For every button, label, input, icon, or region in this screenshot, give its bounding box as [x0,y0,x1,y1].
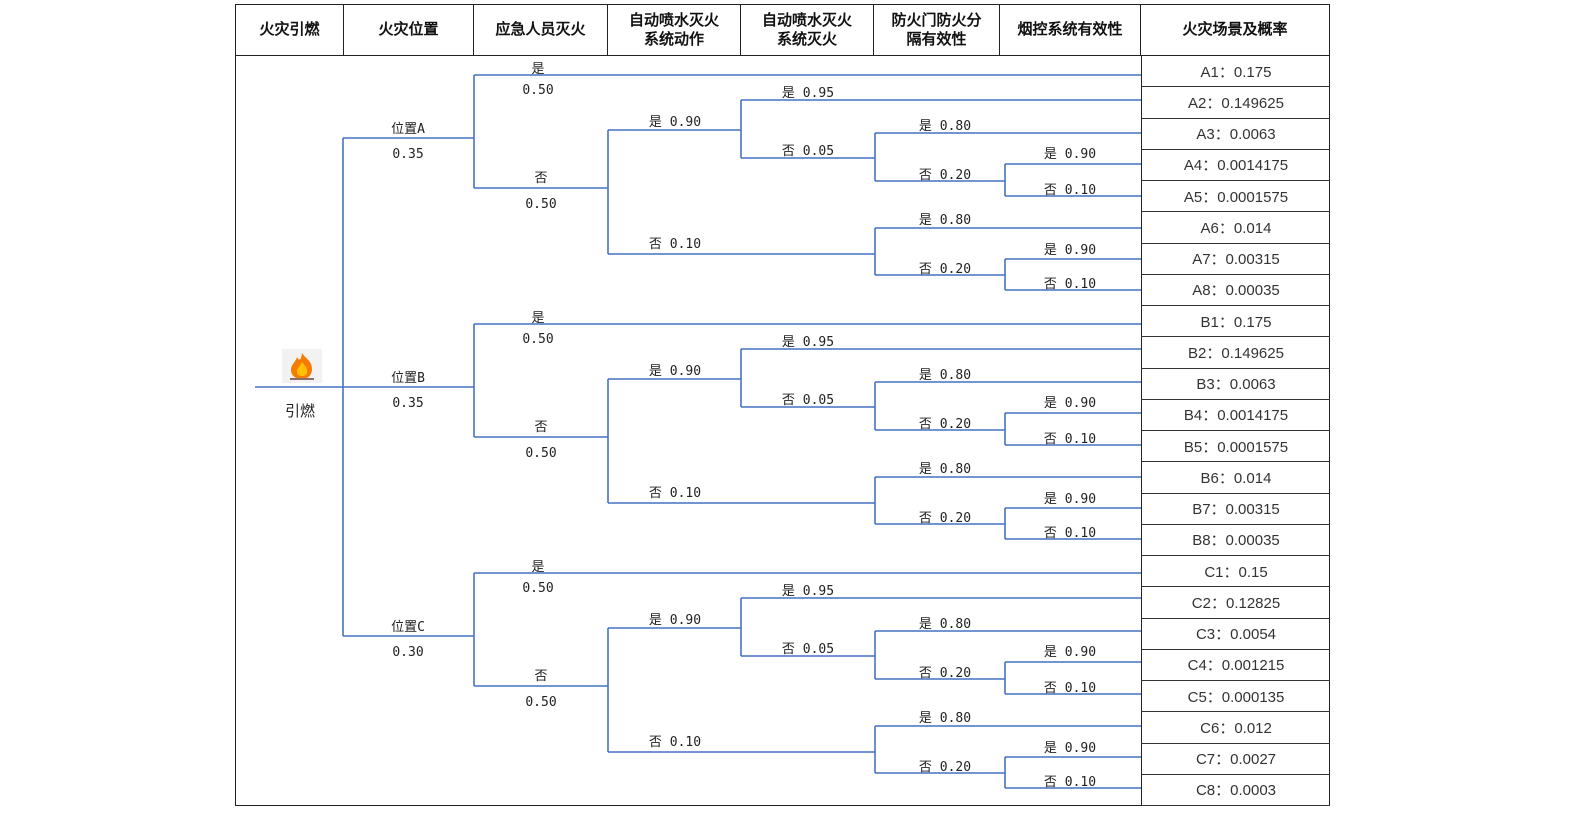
header-cell: 烟控系统有效性 [1000,4,1141,56]
initiator-label: 引燃 [284,402,315,420]
scenario-cell: B4：0.0014175 [1141,399,1330,431]
door-no-label: 否 0.20 [919,417,971,432]
door-no-label: 否 0.20 [919,262,971,277]
responder-no-label: 否 [534,669,547,684]
door-no-label: 否 0.20 [919,168,971,183]
door-yes-label: 是 0.80 [919,711,971,726]
scenario-cell: B6：0.014 [1141,462,1330,494]
event-tree-frame [235,4,1330,806]
scenario-cell: A4：0.0014175 [1141,149,1330,181]
scenario-cell: C7：0.0027 [1141,743,1330,775]
location-label: 位置B [391,371,425,386]
responder-no-prob: 0.50 [525,197,556,212]
scenario-cell: A8：0.00035 [1141,274,1330,306]
smoke-yes-label: 是 0.90 [1044,243,1096,258]
sprinkler-act-no-label: 否 0.10 [649,735,701,750]
sprinkler-act-no-label: 否 0.10 [649,486,701,501]
scenario-cell: B5：0.0001575 [1141,431,1330,463]
scenario-cell: C6：0.012 [1141,712,1330,744]
responder-yes-label: 是 [531,560,544,575]
door-yes-label: 是 0.80 [919,119,971,134]
responder-no-label: 否 [534,171,547,186]
scenario-cell: B8：0.00035 [1141,524,1330,556]
smoke-no-label: 否 0.10 [1044,183,1096,198]
header-cell: 防火门防火分 隔有效性 [874,4,1000,56]
responder-yes-prob: 0.50 [522,332,553,347]
scenario-cell: A3：0.0063 [1141,118,1330,150]
smoke-yes-label: 是 0.90 [1044,492,1096,507]
door-yes-label: 是 0.80 [919,617,971,632]
scenario-cell: B7：0.00315 [1141,493,1330,525]
door-no-label: 否 0.20 [919,760,971,775]
door-no-label: 否 0.20 [919,511,971,526]
door-yes-label: 是 0.80 [919,462,971,477]
scenario-cell: A6：0.014 [1141,212,1330,244]
smoke-yes-label: 是 0.90 [1044,741,1096,756]
smoke-yes-label: 是 0.90 [1044,645,1096,660]
sprinkler-ext-no-label: 否 0.05 [782,144,834,159]
header-cell: 应急人员灭火 [474,4,608,56]
scenario-cell: C8：0.0003 [1141,774,1330,806]
scenario-cell: C3：0.0054 [1141,618,1330,650]
scenario-cell: A1：0.175 [1141,56,1330,88]
location-prob: 0.30 [392,645,423,660]
sprinkler-ext-no-label: 否 0.05 [782,642,834,657]
responder-yes-prob: 0.50 [522,581,553,596]
fire-icon [282,349,322,383]
responder-yes-label: 是 [531,62,544,77]
location-label: 位置C [391,620,425,635]
scenario-cell: A7：0.00315 [1141,243,1330,275]
smoke-no-label: 否 0.10 [1044,277,1096,292]
header-cell: 火灾位置 [344,4,474,56]
scenario-cell: A2：0.149625 [1141,87,1330,119]
location-prob: 0.35 [392,396,423,411]
header-cell: 自动喷水灭火 系统动作 [608,4,741,56]
scenario-cell: C2：0.12825 [1141,587,1330,619]
location-label: 位置A [391,122,425,137]
sprinkler-ext-no-label: 否 0.05 [782,393,834,408]
sprinkler-ext-yes-label: 是 0.95 [782,584,834,599]
smoke-no-label: 否 0.10 [1044,681,1096,696]
smoke-yes-label: 是 0.90 [1044,147,1096,162]
smoke-no-label: 否 0.10 [1044,432,1096,447]
smoke-no-label: 否 0.10 [1044,775,1096,790]
sprinkler-ext-yes-label: 是 0.95 [782,335,834,350]
sprinkler-act-yes-label: 是 0.90 [649,115,701,130]
header-cell: 自动喷水灭火 系统灭火 [741,4,874,56]
header-cell: 火灾场景及概率 [1141,4,1330,56]
header-cell: 火灾引燃 [235,4,344,56]
sprinkler-act-no-label: 否 0.10 [649,237,701,252]
scenario-cell: C1：0.15 [1141,556,1330,588]
responder-yes-label: 是 [531,311,544,326]
door-yes-label: 是 0.80 [919,213,971,228]
responder-yes-prob: 0.50 [522,83,553,98]
door-yes-label: 是 0.80 [919,368,971,383]
scenario-cell: B2：0.149625 [1141,337,1330,369]
sprinkler-ext-yes-label: 是 0.95 [782,86,834,101]
scenario-cell: B3：0.0063 [1141,368,1330,400]
door-no-label: 否 0.20 [919,666,971,681]
location-prob: 0.35 [392,147,423,162]
sprinkler-act-yes-label: 是 0.90 [649,613,701,628]
smoke-no-label: 否 0.10 [1044,526,1096,541]
responder-no-prob: 0.50 [525,695,556,710]
responder-no-label: 否 [534,420,547,435]
smoke-yes-label: 是 0.90 [1044,396,1096,411]
scenario-cell: B1：0.175 [1141,306,1330,338]
responder-no-prob: 0.50 [525,446,556,461]
scenario-cell: C5：0.000135 [1141,681,1330,713]
scenario-cell: C4：0.001215 [1141,649,1330,681]
sprinkler-act-yes-label: 是 0.90 [649,364,701,379]
scenario-cell: A5：0.0001575 [1141,181,1330,213]
